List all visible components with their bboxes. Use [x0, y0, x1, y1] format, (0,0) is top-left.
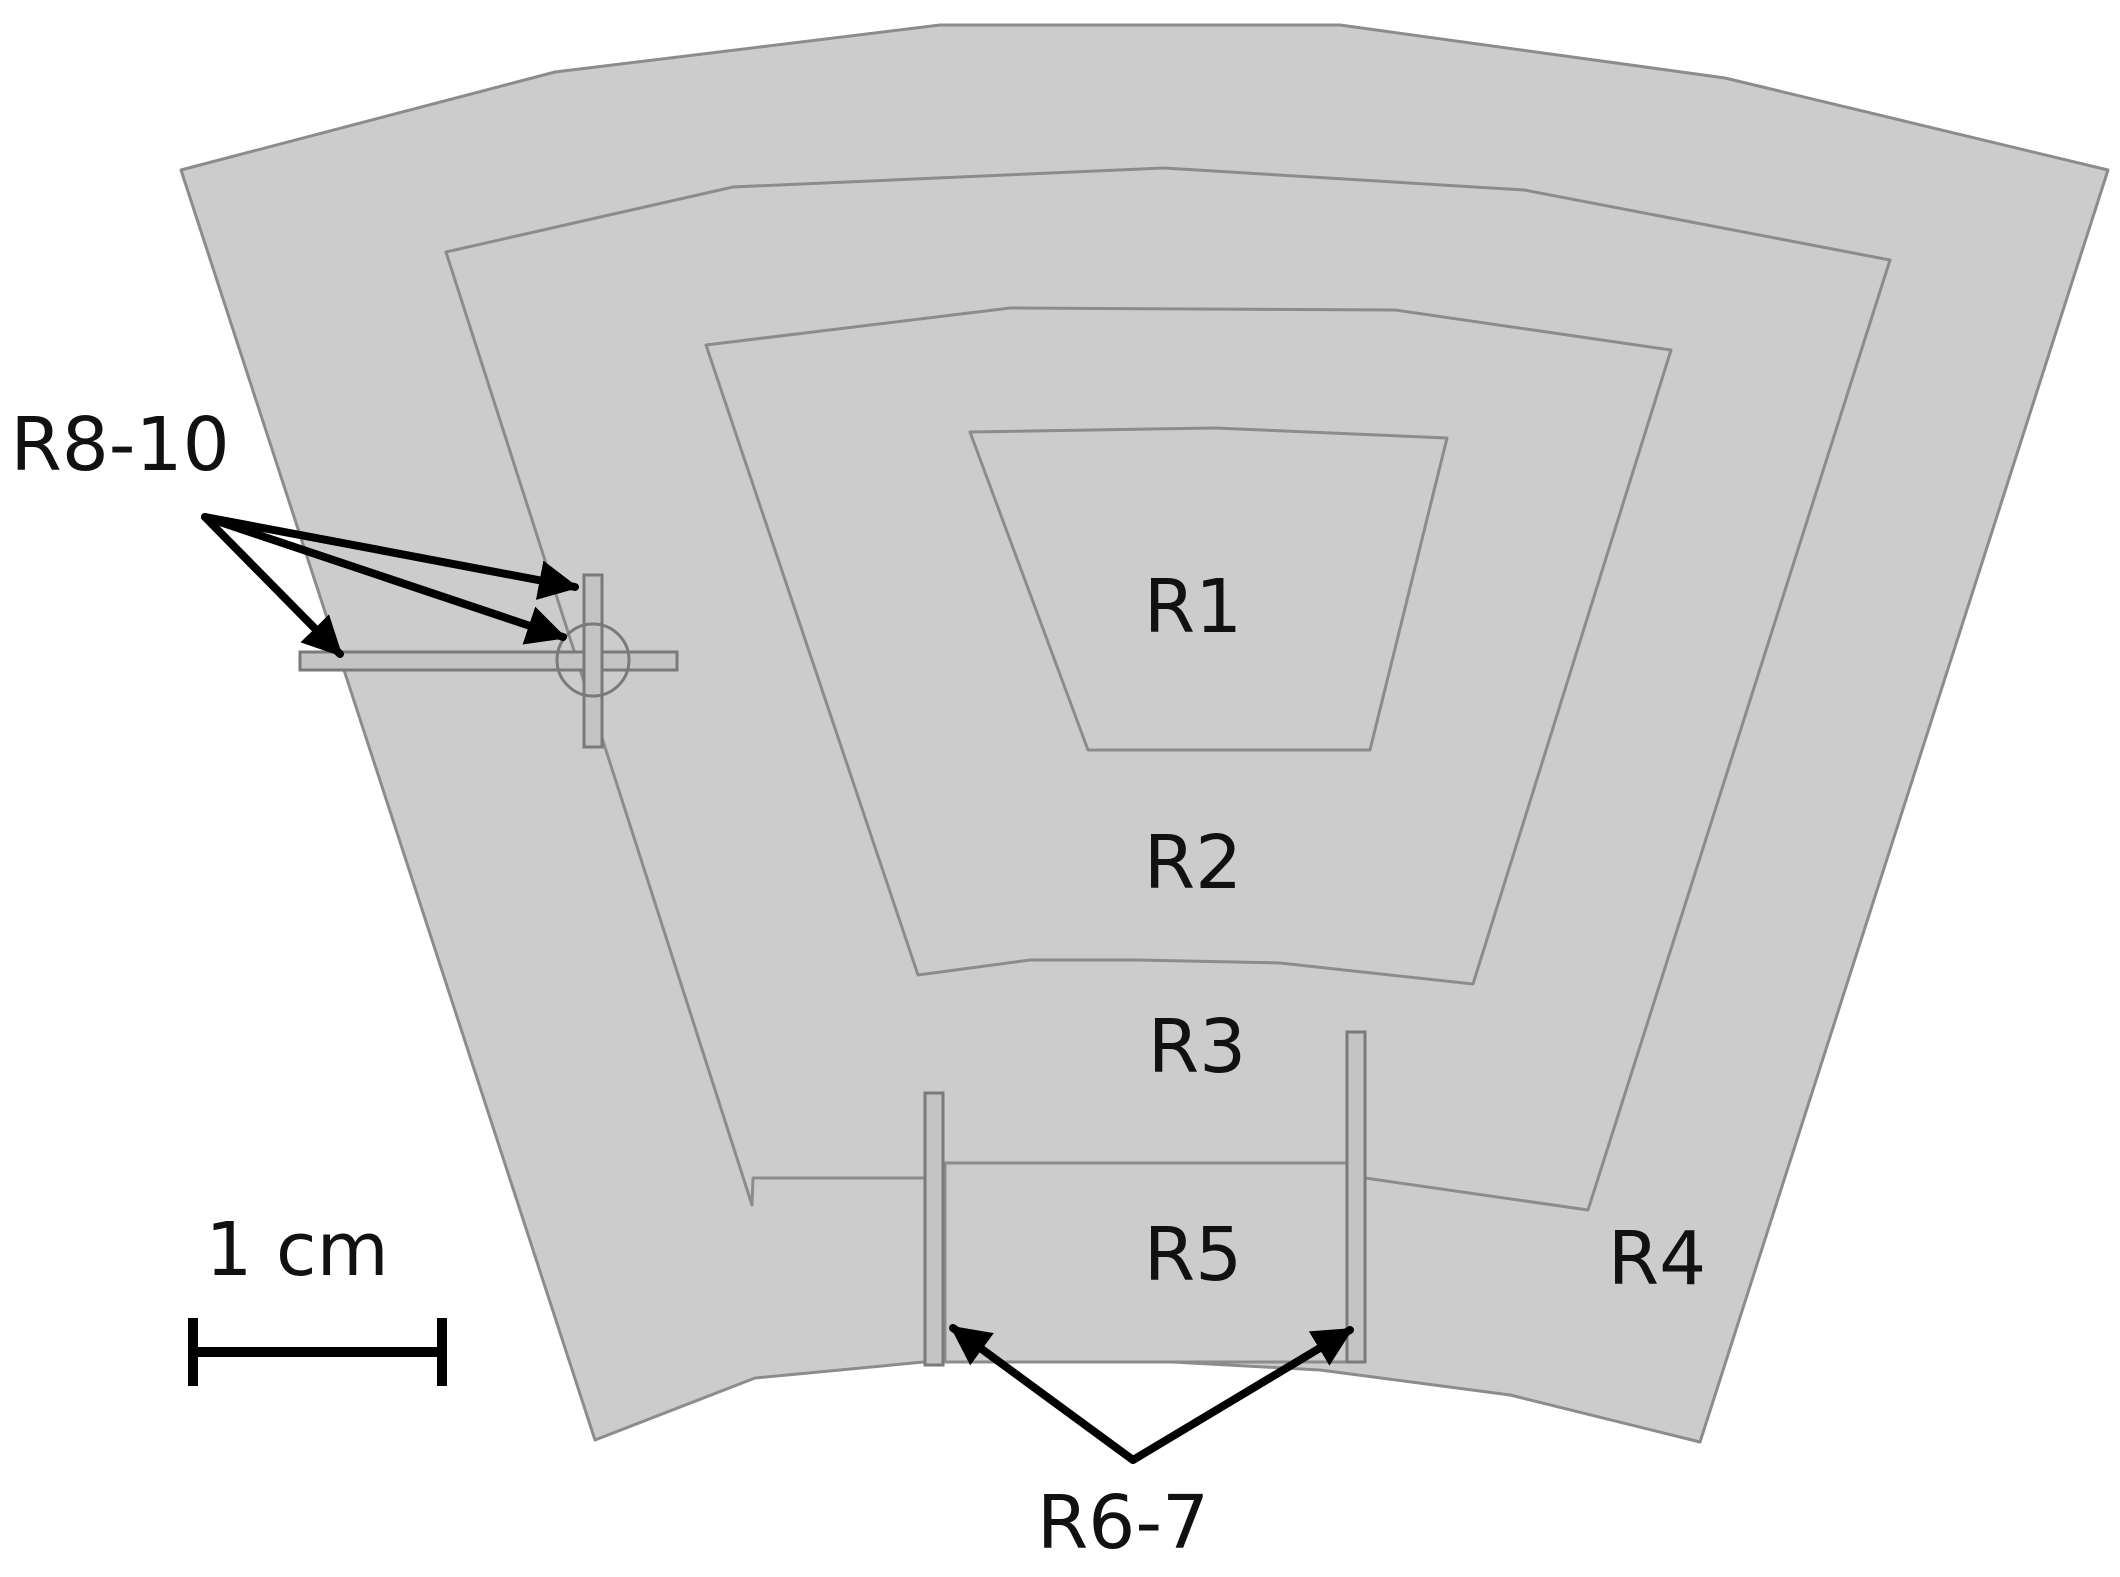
- callout-r6-7-arrow-right: [1129, 1326, 1354, 1464]
- region-r1-core: [968, 426, 1449, 752]
- callout-r8-10-arrow-top: [201, 513, 579, 600]
- label-r3: R3: [1148, 1004, 1247, 1090]
- scale-bar-label: 1 cm: [205, 1207, 388, 1293]
- callout-r8-10-arrow-left: [201, 513, 344, 658]
- label-r5: R5: [1144, 1212, 1243, 1298]
- insert-vertical-strip: [582, 573, 604, 749]
- insert-r6-left-strip: [923, 1091, 945, 1367]
- callout-r8-10-arrow-middle: [201, 513, 567, 645]
- insert-r7-right-strip: [1345, 1030, 1367, 1364]
- callout-r6-7-label: R6-7: [1037, 1480, 1209, 1566]
- label-r2: R2: [1144, 820, 1243, 906]
- label-r1: R1: [1144, 564, 1243, 650]
- label-r4: R4: [1608, 1216, 1707, 1302]
- callout-r8-10-label: R8-10: [10, 402, 229, 488]
- insert-circle: [555, 622, 631, 698]
- insert-horizontal-strip: [298, 650, 679, 672]
- callout-r6-7-arrow-left: [949, 1324, 1137, 1464]
